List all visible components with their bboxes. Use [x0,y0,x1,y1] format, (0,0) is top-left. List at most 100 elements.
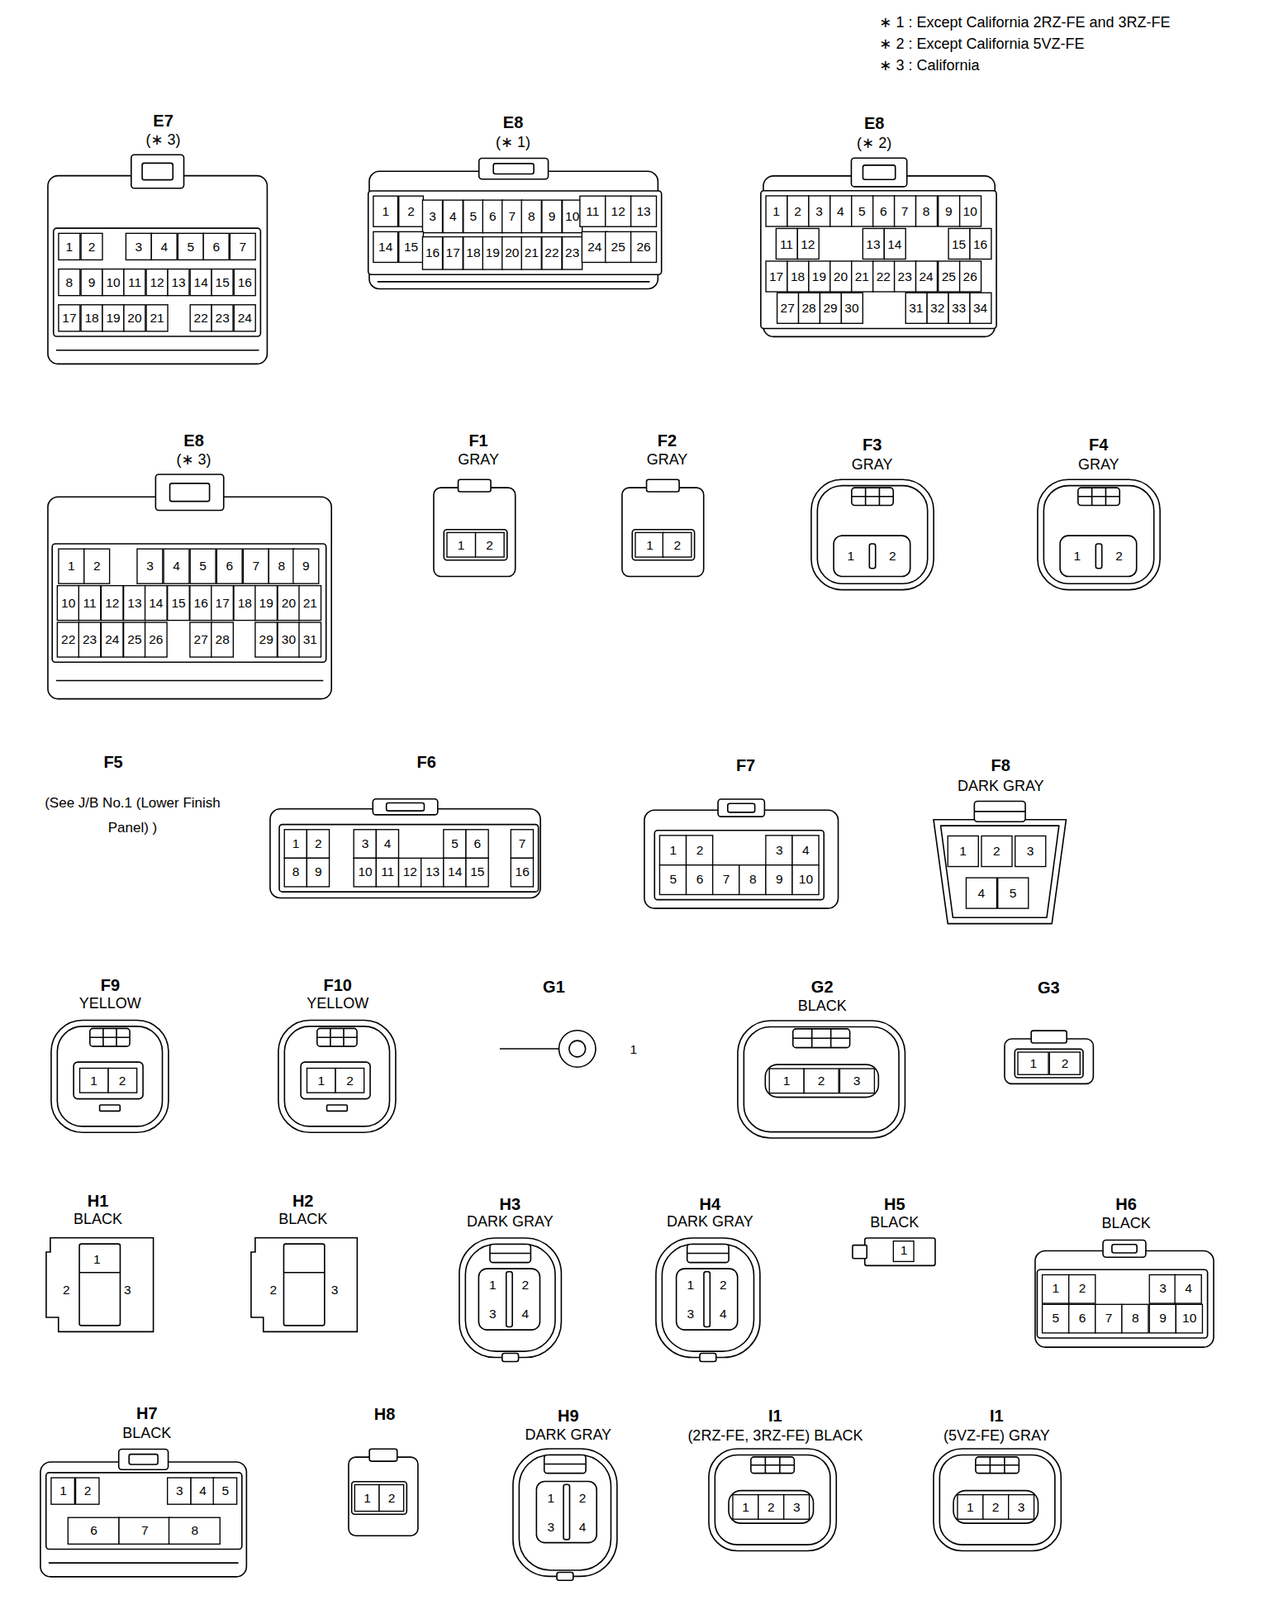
connector: H812 [344,1399,423,1540]
pin-number: 3 [541,1515,561,1538]
connector-housing [933,818,1067,923]
pin-number: 24 [233,304,256,332]
pin-number: 4 [829,195,851,227]
pin-cell [776,292,799,324]
pin-number: 1 [765,195,788,227]
pin-number: 3 [422,199,443,233]
connector: H6BLACK12345678910 [1031,1189,1218,1351]
pin-number: 14 [443,857,466,887]
connector-housing [40,1461,247,1577]
connector-code: H5 [884,1193,906,1214]
pin-cell [167,585,191,621]
pin-number: 3 [1008,1494,1035,1520]
pin-cell [1174,1273,1202,1303]
pin-number: 4 [1174,1273,1202,1303]
pin-number: 22 [190,304,212,332]
pin-cell [233,304,256,332]
housing-inner [817,485,927,585]
housing-inner [715,1454,832,1545]
pin-number: 30 [277,622,300,657]
connector-outline [1031,1189,1218,1351]
pin-cell [80,233,103,261]
connector-housing [865,1237,936,1265]
pin-number: 1 [79,1068,109,1094]
pin-number: 7 [229,233,256,261]
connector-drawing [933,1448,1061,1550]
pin-number: 2 [379,1484,404,1512]
pin-number: 6 [482,199,503,233]
connector: G2BLACK123 [733,972,909,1142]
pin-number: 16 [969,228,992,260]
pin-number: 6 [68,1516,120,1544]
pin-cell [233,269,256,296]
connector-outline [43,426,336,704]
pin-number: 25 [605,231,632,262]
pin-number: 2 [573,1486,592,1509]
pin-cell [631,231,657,262]
pin-cell [145,622,168,657]
connector: H1BLACK123 [42,1186,158,1336]
connector: F2GRAY12 [617,426,709,580]
pin-number: 21 [146,304,168,332]
pin-cell [937,195,960,227]
latch-rib [544,1463,586,1465]
connector-housing [278,1020,396,1133]
housing-inner [284,1026,390,1127]
pin-number: 19 [255,585,278,621]
pin-cell [787,261,809,292]
pin-number: 2 [76,1477,100,1504]
latch-rib [329,1028,332,1047]
pin-number: 27 [776,292,799,324]
connector-variant: DARK GRAY [524,1425,612,1444]
connector-code: F3 [862,434,882,455]
pin-number: 4 [713,1302,732,1325]
housing-tab [556,1572,574,1581]
housing-latch [1102,1239,1146,1257]
latch-rib [878,487,880,505]
pin-cell [948,292,970,324]
latch-rib [765,1456,767,1474]
pin-cell [399,195,424,227]
pin-number: 4 [190,1477,214,1504]
pin-cell [1121,1303,1149,1333]
pin-cell [101,622,124,657]
pin-cell [784,1494,810,1520]
connector-housing [655,1237,761,1357]
pin-number: 30 [841,292,863,324]
connector-drawing [852,1237,936,1265]
pin-number: 10 [1176,1303,1203,1333]
pin-cell [893,261,916,292]
pin-cell [1042,1273,1070,1303]
connector-code: H1 [87,1190,110,1211]
latch-rib [489,1251,531,1254]
pin-number: 6 [872,195,894,227]
pin-cell [190,585,213,621]
pin-cell [151,233,177,261]
latch-rib [793,1036,851,1039]
pin-cell [379,1484,404,1512]
connector-housing [270,808,541,899]
pin-number: 17 [211,585,234,621]
pin-cell [190,622,213,657]
footnote: ∗ 2 : Except California 5VZ-FE [879,33,1084,54]
pin-cell [277,585,300,621]
housing-inner [743,1026,899,1132]
pin-cell [211,304,233,332]
cavity-frame [1015,1048,1084,1078]
pin-number: 26 [631,231,657,262]
pin-number: 23 [211,304,233,332]
pin-number: 10 [562,199,583,233]
pin-number: 13 [167,269,190,296]
pin-cell [422,236,443,270]
pin-number: 10 [353,857,376,887]
pin-cell [169,1516,221,1544]
cavity-frame [655,829,825,899]
pin-cell [307,857,330,887]
connector-variant: (∗ 3) [145,130,181,149]
connector-variant: GRAY [1078,455,1120,474]
pin-cell [521,236,542,270]
pin-number: 11 [775,228,798,260]
pin-number: 5 [443,829,466,859]
footnote: ∗ 1 : Except California 2RZ-FE and 3RZ-F… [879,12,1170,33]
